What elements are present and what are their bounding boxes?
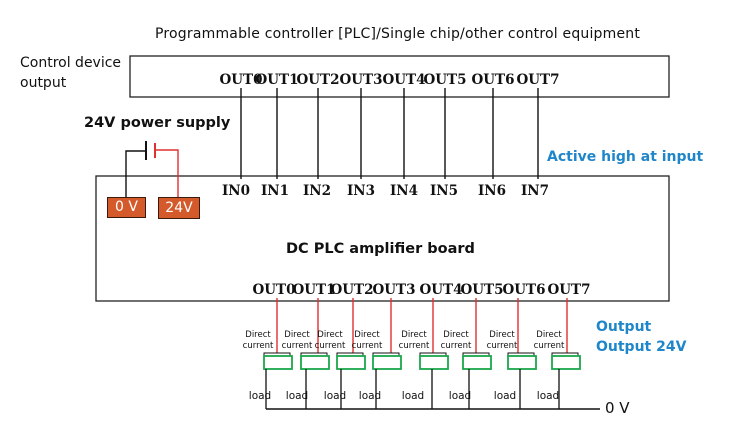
control-device-label-line2: output bbox=[20, 75, 67, 91]
load-terminal-6 bbox=[507, 352, 535, 357]
power-supply-symbol bbox=[125, 141, 179, 200]
direct-current-line2: current bbox=[440, 341, 472, 351]
load-label-4: load bbox=[401, 390, 425, 402]
output-wiring bbox=[263, 298, 600, 410]
direct-current-line2: current bbox=[281, 341, 313, 351]
load-box-2 bbox=[336, 355, 366, 370]
direct-current-line1: Direct bbox=[536, 330, 562, 340]
load-box-3 bbox=[372, 355, 402, 370]
board-out-0: OUT0 bbox=[252, 282, 296, 298]
load-label-7: load bbox=[536, 390, 560, 402]
direct-current-line2: current bbox=[486, 341, 518, 351]
direct-current-line2: current bbox=[314, 341, 346, 351]
controller-title: Programmable controller [PLC]/Single chi… bbox=[155, 26, 641, 42]
direct-current-line1: Direct bbox=[245, 330, 271, 340]
controller-out-5: OUT5 bbox=[423, 72, 467, 88]
controller-out-1: OUT1 bbox=[255, 72, 299, 88]
board-out-5: OUT5 bbox=[460, 282, 504, 298]
ground-label: 0 V bbox=[605, 399, 630, 417]
load-label-2: load bbox=[323, 390, 347, 402]
board-in-0: IN0 bbox=[221, 183, 251, 199]
load-terminal-2 bbox=[336, 352, 364, 357]
load-box-5 bbox=[462, 355, 492, 370]
controller-out-7: OUT7 bbox=[516, 72, 560, 88]
board-title: DC PLC amplifier board bbox=[286, 241, 475, 257]
board-out-1: OUT1 bbox=[292, 282, 336, 298]
controller-box bbox=[129, 55, 670, 98]
load-label-0: load bbox=[248, 390, 272, 402]
direct-current-line2: current bbox=[351, 341, 383, 351]
controller-out-3: OUT3 bbox=[339, 72, 383, 88]
board-out-7: OUT7 bbox=[547, 282, 591, 298]
input-note: Active high at input bbox=[547, 149, 704, 165]
direct-current-line1: Direct bbox=[354, 330, 380, 340]
load-terminal-5 bbox=[462, 352, 490, 357]
direct-current-line1: Direct bbox=[401, 330, 427, 340]
controller-out-6: OUT6 bbox=[471, 72, 515, 88]
load-terminal-7 bbox=[551, 352, 579, 357]
controller-out-0: OUT0 bbox=[219, 72, 263, 88]
load-terminal-0 bbox=[263, 352, 291, 357]
amplifier-board-box bbox=[95, 175, 670, 302]
board-in-6: IN6 bbox=[477, 183, 507, 199]
load-label-1: load bbox=[285, 390, 309, 402]
board-in-2: IN2 bbox=[302, 183, 332, 199]
direct-current-line2: current bbox=[398, 341, 430, 351]
load-terminal-1 bbox=[300, 352, 328, 357]
terminal-24v: 24V bbox=[158, 197, 200, 219]
board-in-4: IN4 bbox=[389, 183, 419, 199]
power-supply-title: 24V power supply bbox=[84, 115, 231, 131]
load-terminal-4 bbox=[419, 352, 447, 357]
board-out-6: OUT6 bbox=[502, 282, 546, 298]
load-box-6 bbox=[507, 355, 537, 370]
controller-out-2: OUT2 bbox=[296, 72, 340, 88]
controller-out-4: OUT4 bbox=[382, 72, 426, 88]
signal-wires bbox=[240, 88, 539, 179]
load-box-0 bbox=[263, 355, 293, 370]
load-box-1 bbox=[300, 355, 330, 370]
board-out-2: OUT2 bbox=[330, 282, 374, 298]
output-note-line2: Output 24V bbox=[596, 339, 687, 355]
board-out-4: OUT4 bbox=[419, 282, 463, 298]
board-in-3: IN3 bbox=[346, 183, 376, 199]
load-label-3: load bbox=[358, 390, 382, 402]
load-box-4 bbox=[419, 355, 449, 370]
board-out-3: OUT3 bbox=[372, 282, 416, 298]
load-label-5: load bbox=[448, 390, 472, 402]
board-in-1: IN1 bbox=[260, 183, 290, 199]
direct-current-line1: Direct bbox=[443, 330, 469, 340]
direct-current-line1: Direct bbox=[284, 330, 310, 340]
board-in-5: IN5 bbox=[429, 183, 459, 199]
terminal-0v: 0 V bbox=[107, 197, 146, 218]
load-label-6: load bbox=[493, 390, 517, 402]
control-device-label-line1: Control device bbox=[20, 55, 122, 71]
output-note-line1: Output bbox=[596, 319, 652, 335]
direct-current-line1: Direct bbox=[489, 330, 515, 340]
load-box-7 bbox=[551, 355, 581, 370]
direct-current-line2: current bbox=[242, 341, 274, 351]
direct-current-line2: current bbox=[533, 341, 565, 351]
direct-current-line1: Direct bbox=[317, 330, 343, 340]
board-in-7: IN7 bbox=[520, 183, 550, 199]
load-terminal-3 bbox=[372, 352, 400, 357]
